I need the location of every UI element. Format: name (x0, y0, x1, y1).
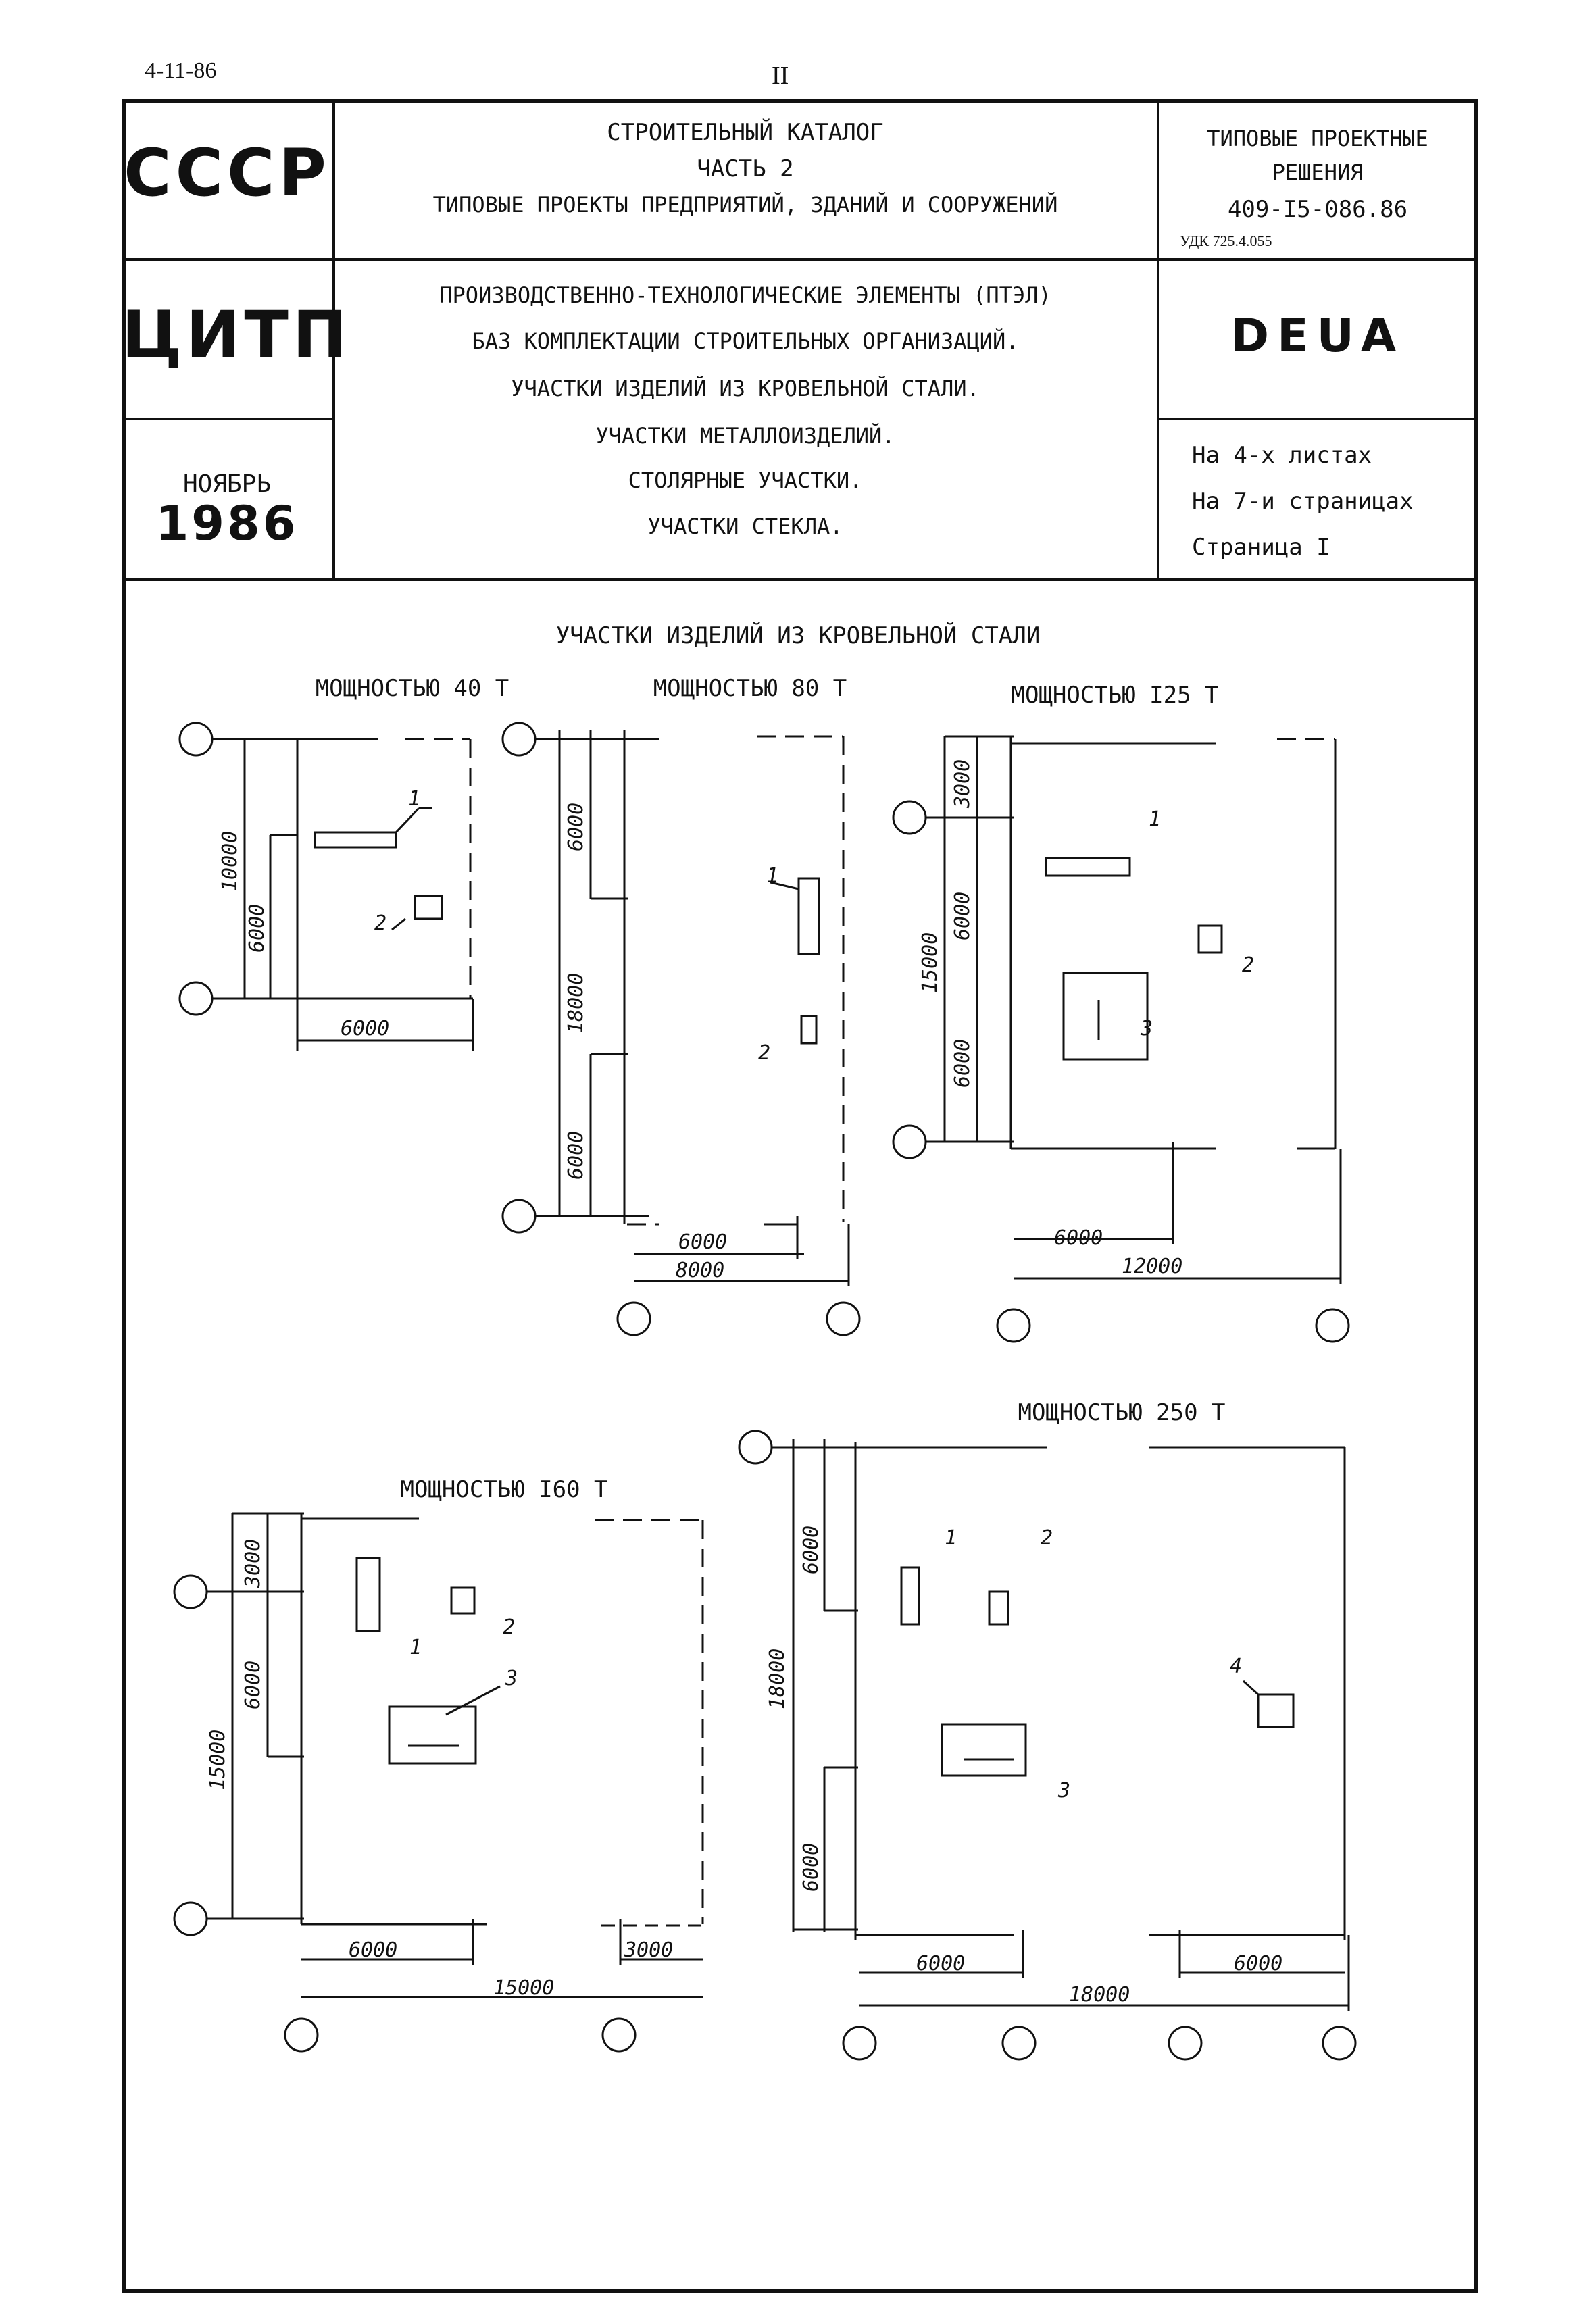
issue-year: 1986 (155, 496, 299, 551)
item-label: 2 (758, 1041, 770, 1065)
title-divider (1157, 99, 1159, 580)
dimension-label: 18000 (1069, 1983, 1130, 2007)
item-label: 2 (1242, 953, 1254, 977)
dimension-label: 6000 (951, 1039, 974, 1088)
type-label-2: РЕШЕНИЯ (1272, 159, 1364, 185)
dimension-label: 6000 (916, 1952, 965, 1976)
item-label: 3 (505, 1667, 518, 1690)
plan-title: МОЩНОСТЬЮ 250 Т (1018, 1399, 1225, 1426)
dimension-label: 18000 (564, 973, 588, 1034)
item-label: 2 (374, 911, 386, 935)
catalog-title: СТРОИТЕЛЬНЫЙ КАТАЛОГ (607, 119, 884, 146)
page-number: II (772, 61, 789, 90)
dimension-label: 15000 (206, 1730, 230, 1790)
page-label: Страница I (1192, 534, 1330, 561)
plan-125t (892, 735, 1350, 1343)
type-label: ТИПОВЫЕ ПРОЕКТНЫЕ (1207, 126, 1428, 151)
item-label: 1 (408, 787, 420, 811)
catalog-subtitle: ТИПОВЫЕ ПРОЕКТЫ ПРЕДПРИЯТИЙ, ЗДАНИЙ И СО… (432, 192, 1058, 218)
drawing-heading: УЧАСТКИ ИЗДЕЛИЙ ИЗ КРОВЕЛЬНОЙ СТАЛИ (556, 622, 1040, 649)
item-label: 2 (503, 1615, 515, 1639)
title-divider (332, 99, 335, 580)
plan-40t (178, 722, 474, 1051)
dimension-label: 6000 (951, 892, 974, 940)
sheet-frame (122, 99, 1478, 2293)
document-code: 4-11-86 (145, 58, 217, 83)
title-divider (122, 418, 332, 420)
plan-title: МОЩНОСТЬЮ 40 Т (316, 675, 509, 702)
description-line: УЧАСТКИ СТЕКЛА. (647, 513, 843, 539)
description-line: ПРОИЗВОДСТВЕННО-ТЕХНОЛОГИЧЕСКИЕ ЭЛЕМЕНТЫ… (439, 282, 1051, 308)
dimension-label: 8000 (676, 1259, 724, 1282)
dimension-label: 15000 (493, 1976, 554, 2000)
dimension-label: 6000 (678, 1230, 727, 1254)
dimension-label: 3000 (951, 759, 974, 809)
org-ussr: СССР (124, 135, 330, 211)
org-citp: ЦИТП (122, 297, 351, 373)
item-label: 3 (1057, 1779, 1070, 1803)
item-label: 4 (1230, 1655, 1242, 1678)
dimension-label: 3000 (624, 1938, 673, 1962)
title-divider (122, 258, 1478, 261)
item-label: 1 (409, 1636, 422, 1659)
plan-title: МОЩНОСТЬЮ 80 Т (653, 675, 847, 702)
dimension-label: 6000 (564, 1131, 588, 1180)
description-line: СТОЛЯРНЫЕ УЧАСТКИ. (628, 468, 863, 493)
plan-title: МОЩНОСТЬЮ I60 Т (400, 1476, 607, 1503)
description-line: БАЗ КОМПЛЕКТАЦИИ СТРОИТЕЛЬНЫХ ОРГАНИЗАЦИ… (472, 328, 1019, 354)
plan-160t (173, 1512, 704, 2053)
dimension-label: 6000 (349, 1938, 397, 1962)
dimension-label: 6000 (799, 1526, 823, 1574)
plan-title: МОЩНОСТЬЮ I25 Т (1011, 682, 1218, 709)
title-divider (1157, 418, 1478, 420)
description-line: УЧАСТКИ ИЗДЕЛИЙ ИЗ КРОВЕЛЬНОЙ СТАЛИ. (511, 376, 980, 401)
dimension-label: 15000 (918, 932, 942, 993)
dimension-label: 6000 (241, 1661, 265, 1709)
dimension-label: 6000 (799, 1843, 823, 1892)
item-label: 1 (1149, 807, 1161, 831)
item-label: 3 (1140, 1017, 1153, 1040)
page-count: На 7-и страницах (1192, 488, 1414, 515)
issue-month: НОЯБРЬ (182, 470, 272, 498)
plan-250t (738, 1430, 1357, 2061)
dimension-label: 6000 (1234, 1952, 1282, 1976)
description-line: УЧАСТКИ МЕТАЛЛОИЗДЕЛИЙ. (595, 423, 895, 449)
dimension-label: 6000 (1054, 1226, 1103, 1250)
item-label: 1 (945, 1526, 957, 1550)
dimension-label: 6000 (341, 1017, 389, 1040)
dimension-label: 18000 (766, 1649, 789, 1709)
dimension-label: 10000 (218, 831, 242, 892)
udk-code: УДК 725.4.055 (1180, 232, 1272, 249)
catalog-part: ЧАСТЬ 2 (697, 155, 794, 182)
dimension-label: 3000 (241, 1539, 265, 1588)
dimension-label: 6000 (245, 904, 269, 953)
sheet-count: На 4-х листах (1192, 442, 1372, 469)
dimension-label: 6000 (564, 803, 588, 851)
item-label: 2 (1041, 1526, 1053, 1550)
plan-80t (501, 722, 861, 1336)
project-code: 409-I5-086.86 (1227, 196, 1408, 223)
series-code: DEUA (1230, 309, 1405, 363)
title-divider (122, 578, 1478, 581)
item-label: 1 (766, 864, 778, 888)
dimension-label: 12000 (1122, 1255, 1182, 1278)
